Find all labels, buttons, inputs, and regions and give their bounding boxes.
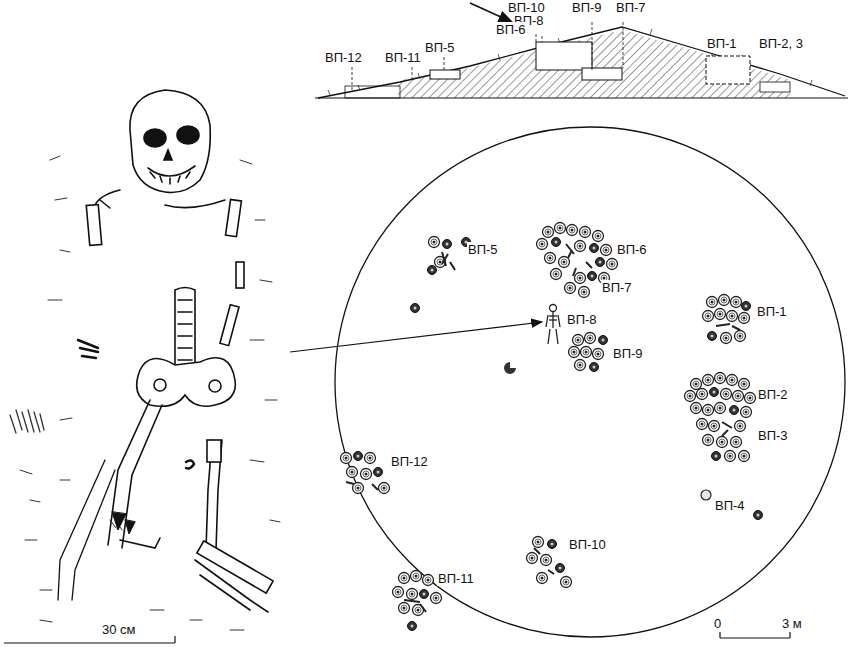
scale-label: 3 м [782, 616, 802, 631]
leader-arrow [290, 322, 542, 352]
profile-pit-label: ВП-6 [495, 22, 527, 37]
pit-label: ВП-2 [757, 387, 789, 402]
profile-pit-label: ВП-5 [424, 40, 456, 55]
scale-label: 0 [714, 616, 721, 631]
pit-label: ВП-11 [437, 571, 475, 586]
pit-label: ВП-4 [714, 498, 746, 513]
vessels [341, 223, 763, 631]
pit-label: ВП-6 [616, 242, 648, 257]
pit-label: ВП-7 [601, 280, 633, 295]
profile-pit-label: ВП-11 [384, 50, 422, 65]
pit-label: ВП-10 [568, 537, 607, 552]
pit-label: ВП-12 [390, 454, 429, 469]
profile-pit-label: ВП-12 [324, 50, 363, 65]
skeleton-drawing [10, 90, 280, 630]
pit-label: ВП-8 [566, 312, 598, 327]
mound-plan [335, 127, 845, 637]
pit-label: ВП-5 [467, 242, 499, 257]
pit-label: ВП-9 [612, 346, 644, 361]
profile-pit-label: ВП-7 [615, 0, 647, 15]
pit-label: ВП-3 [757, 428, 789, 443]
pit-label: ВП-1 [756, 304, 788, 319]
profile-pit-label: ВП-1 [706, 36, 738, 51]
profile-pit-label: ВП-2, 3 [758, 36, 804, 51]
mound-profile [315, 3, 848, 98]
scale-label: 30 см [102, 622, 136, 637]
profile-pit-label: ВП-9 [571, 0, 603, 15]
